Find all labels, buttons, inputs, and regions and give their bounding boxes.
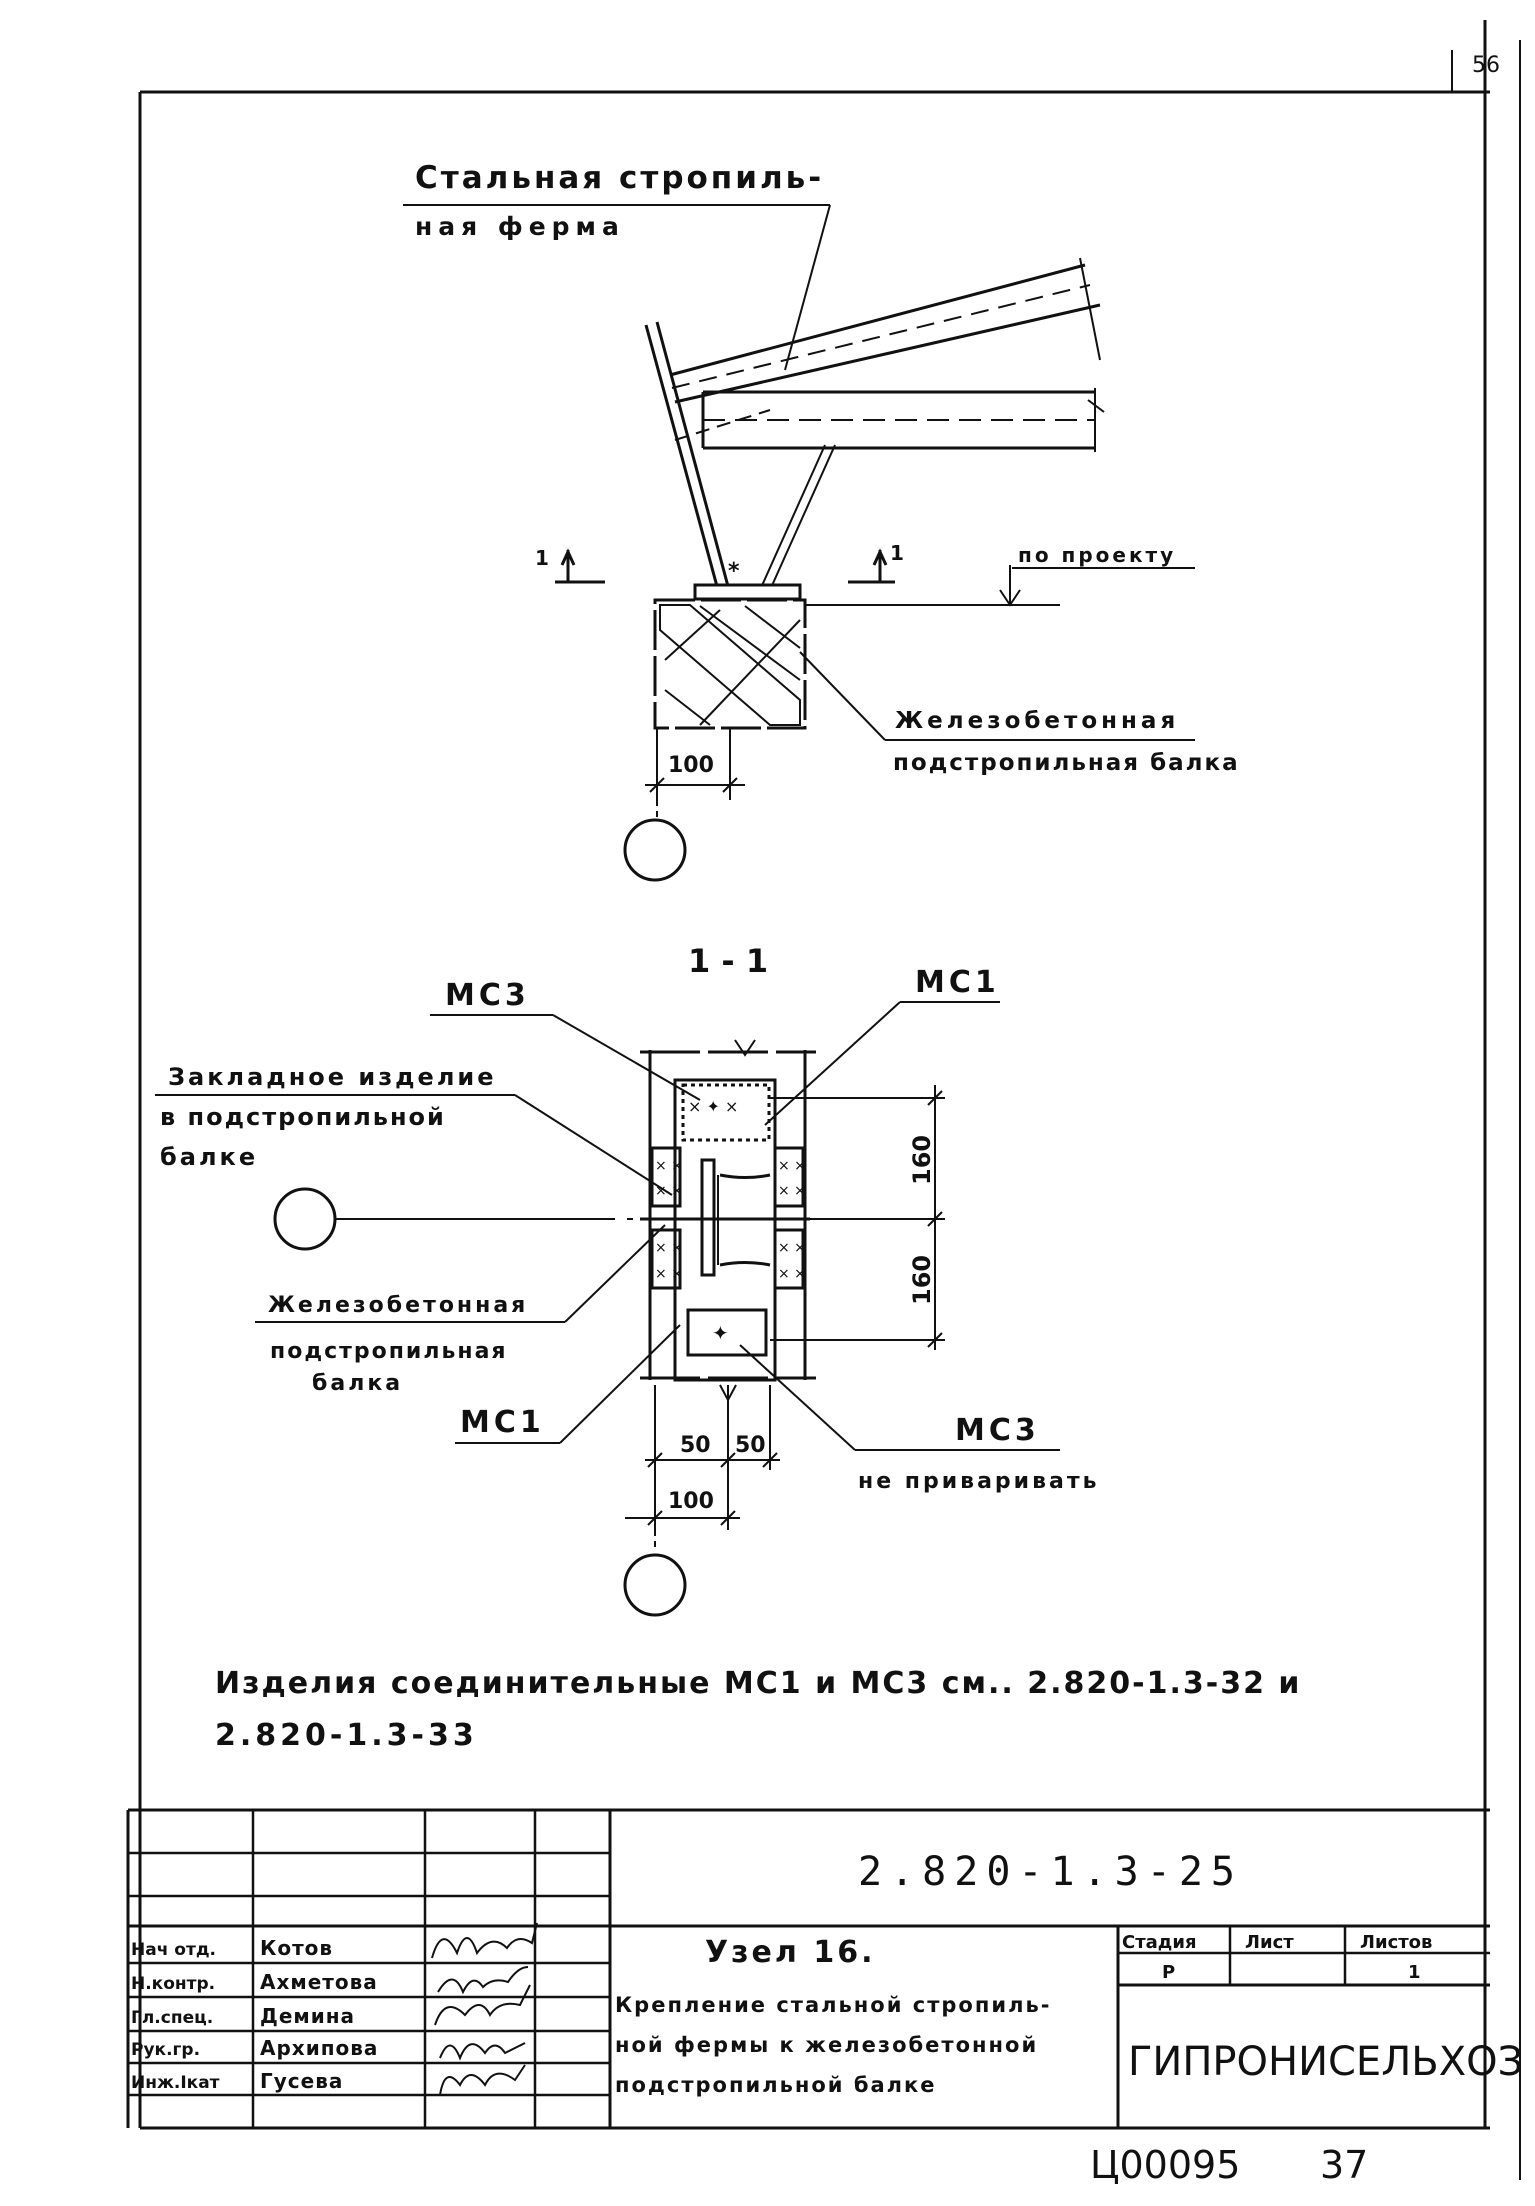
sheet-frame: [138, 20, 1521, 2180]
top-view: Стальная стропиль- ная ферма: [403, 160, 1240, 882]
label-mc3-bottom: МС3: [955, 1413, 1040, 1448]
svg-text:× ×: × ×: [778, 1158, 806, 1174]
role-4: Рук.гр.: [131, 2040, 200, 2060]
name-5: Гусева: [260, 2069, 343, 2093]
stamp-code: Ц00095: [1090, 2143, 1240, 2187]
svg-text:× ✦ ×: × ✦ ×: [688, 1097, 738, 1116]
names-column: Котов Ахметова Демина Архипова Гусева: [260, 1936, 378, 2093]
beam-label-line1: Железобетонная: [895, 708, 1179, 734]
role-1: Нач отд.: [131, 1940, 216, 1960]
section-cut-markers: [555, 548, 895, 584]
mc1-bottom-leader: [559, 1324, 681, 1444]
truss-label-line2: ная ферма: [415, 212, 625, 241]
svg-text:✦: ✦: [712, 1321, 729, 1345]
beam-label-line2: подстропильная балка: [893, 750, 1240, 776]
truss-label-line1: Стальная стропиль-: [415, 160, 824, 196]
axis-bubble-bottom: [623, 1553, 687, 1617]
axis-bubble-section: [273, 1187, 337, 1251]
mc1-top-leader: [764, 1001, 901, 1126]
dim-160-bottom-label: 160: [908, 1255, 936, 1305]
rc-beam-section: [653, 598, 807, 730]
section-beam-line1: Железобетонная: [268, 1293, 528, 1318]
weld-marks: × × × × × × × × × × × × × × × × × ✦ × ✦: [655, 1097, 806, 1345]
beam-leader: [799, 651, 886, 741]
title-block: [126, 1808, 1490, 2128]
dim-100-section-label: 100: [668, 1489, 714, 1514]
dim-160: [770, 1085, 945, 1350]
level-label: по проекту: [1018, 543, 1176, 567]
sheet-corner-number: 56: [1472, 53, 1500, 78]
title-line3: подстропильной балке: [615, 2073, 937, 2097]
stage-value: Р: [1162, 1962, 1175, 1983]
sheet-header: Лист: [1245, 1932, 1294, 1953]
title-line1: Крепление стальной стропиль-: [615, 1993, 1051, 2017]
section-body: [640, 1050, 816, 1382]
svg-text:× ×: × ×: [655, 1183, 683, 1199]
name-3: Демина: [260, 2004, 355, 2028]
dim-50-right-label: 50: [735, 1433, 766, 1458]
truss-leader: [784, 204, 831, 371]
name-4: Архипова: [260, 2036, 378, 2060]
weld-mark: *: [728, 559, 740, 584]
dim-50-left-label: 50: [680, 1433, 711, 1458]
svg-text:× ×: × ×: [778, 1266, 806, 1282]
note-line1: Изделия соединительные МС1 и МС3 см.. 2.…: [215, 1666, 1301, 1701]
section-beam-leader: [564, 1224, 666, 1323]
embedded-line3: балке: [160, 1143, 258, 1171]
section-mark-left: 1: [535, 546, 549, 570]
truss-strut: [644, 321, 731, 591]
svg-text:× ×: × ×: [655, 1240, 683, 1256]
section-view: 1 - 1 МС3 МС1 Закладное изделие в подстр…: [155, 942, 1100, 1617]
dim-50-50-100: [625, 1385, 780, 1550]
doc-code: 2.820-1.3-25: [858, 1849, 1243, 1895]
no-weld-note: не приваривать: [858, 1469, 1100, 1494]
sheets-header: Листов: [1360, 1932, 1432, 1953]
svg-text:× ×: × ×: [778, 1183, 806, 1199]
dim-100-top-label: 100: [668, 753, 714, 778]
truss-bottom-chord: [701, 388, 1105, 452]
title-line2: ной фермы к железобетонной: [615, 2033, 1038, 2057]
section-beam-line2: подстропильная: [270, 1339, 508, 1364]
dim-160-top-label: 160: [908, 1135, 936, 1185]
support-plate: [693, 583, 802, 601]
section-title: 1 - 1: [688, 942, 768, 980]
truss-top-chord: [669, 257, 1101, 404]
page-number: 37: [1320, 2143, 1368, 2187]
name-1: Котов: [260, 1936, 333, 1960]
embedded-leader: [514, 1094, 673, 1196]
name-2: Ахметова: [260, 1970, 378, 1994]
dim-100-top: [645, 728, 745, 820]
role-3: Гл.спец.: [131, 2008, 213, 2028]
level-mark: [805, 565, 1195, 607]
title-main: Узел 16.: [705, 1935, 875, 1970]
truss-diagonals: [674, 409, 836, 591]
roles-column: Нач отд. Н.контр. Гл.спец. Рук.гр. Инж.І…: [131, 1940, 220, 2093]
mc3-bottom-leader: [739, 1344, 856, 1451]
note-line2: 2.820-1.3-33: [215, 1718, 478, 1753]
organization: ГИПРОНИСЕЛЬХОЗ: [1128, 2039, 1523, 2085]
role-5: Инж.Ікат: [131, 2073, 220, 2093]
role-2: Н.контр.: [131, 1974, 215, 1994]
label-mc1-bottom: МС1: [460, 1405, 545, 1440]
embedded-line2: в подстропильной: [160, 1103, 446, 1131]
embedded-line1: Закладное изделие: [168, 1063, 497, 1091]
stage-header: Стадия: [1122, 1932, 1197, 1953]
mc3-top-leader: [552, 1014, 701, 1101]
svg-text:× ×: × ×: [778, 1240, 806, 1256]
svg-text:× ×: × ×: [655, 1158, 683, 1174]
signatures: [431, 1922, 538, 2096]
axis-bubble-top: [623, 818, 687, 882]
section-beam-line3: балка: [312, 1371, 403, 1396]
sheets-value: 1: [1408, 1962, 1421, 1983]
svg-text:× ×: × ×: [655, 1266, 683, 1282]
label-mc3-top: МС3: [445, 978, 530, 1013]
section-mark-right: 1: [890, 541, 904, 565]
label-mc1-top: МС1: [915, 965, 1000, 1000]
